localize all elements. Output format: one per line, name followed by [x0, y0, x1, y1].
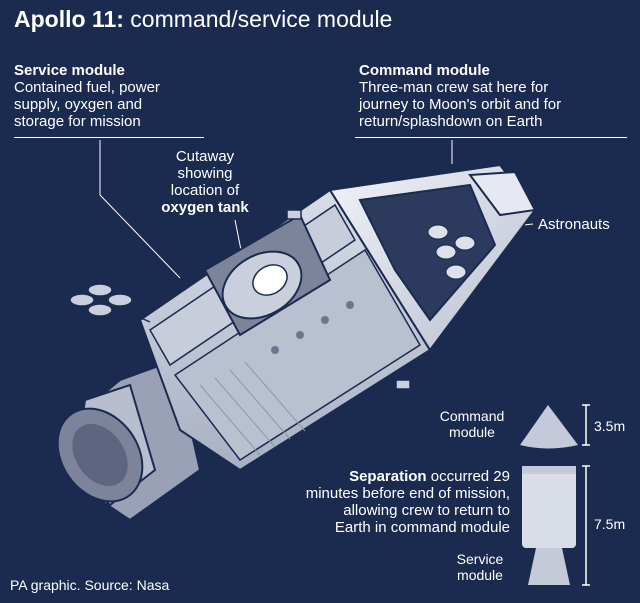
command-module-cone — [328, 163, 537, 352]
service-module-line: Contained fuel, power — [14, 79, 160, 96]
rcs-thruster-small — [286, 209, 411, 390]
cutaway-line: Cutaway — [175, 148, 235, 165]
source-credit: PA graphic. Source: Nasa — [10, 577, 170, 593]
oxygen-tank-cutaway — [203, 213, 332, 337]
scale-service-label-line: Service — [456, 551, 504, 567]
command-module-heading: Command module — [359, 62, 490, 79]
separation-line: allowing crew to return to — [343, 502, 510, 519]
scale-command-height: 3.5m — [594, 418, 626, 434]
command-module-line: Three-man crew sat here for — [359, 79, 549, 96]
cutaway-bold: oxygen tank — [161, 199, 249, 216]
command-module-line: return/splashdown on Earth — [359, 113, 543, 130]
scale-service-label-line: module — [457, 567, 503, 583]
separation-line: Earth in command module — [334, 519, 510, 536]
command-module-rule — [355, 137, 627, 138]
scale-command-label-line: module — [449, 424, 495, 440]
cutaway-annotation: Cutaway showing location of oxygen tank — [150, 148, 260, 216]
service-module-annotation: Service module Contained fuel, power sup… — [14, 62, 160, 130]
scale-brackets — [582, 404, 590, 586]
scale-command-label: Command module — [432, 408, 512, 440]
engine-bell — [56, 358, 202, 522]
astronauts-label: Astronauts — [538, 216, 610, 233]
page-title: Apollo 11: command/service module — [14, 6, 392, 33]
scale-service-height: 7.5m — [594, 516, 626, 532]
scale-command-label-line: Command — [439, 408, 505, 424]
rcs-thruster-cluster — [69, 283, 151, 323]
separation-bold: Separation — [349, 468, 427, 485]
separation-line-1: Separation occurred 29 — [270, 468, 510, 485]
separation-line: minutes before end of mission, — [305, 485, 510, 502]
title-rest: command/service module — [130, 6, 393, 32]
separation-annotation: Separation occurred 29 minutes before en… — [270, 468, 510, 536]
service-module-line: supply, oyxgen and — [14, 96, 143, 113]
command-module-line: journey to Moon's orbit and for — [359, 96, 562, 113]
service-module-rule — [14, 137, 204, 138]
service-module-line: storage for mission — [14, 113, 141, 130]
separation-rest: occurred 29 — [426, 468, 510, 485]
title-bold: Apollo 11: — [14, 6, 124, 32]
scale-command-module — [519, 404, 579, 449]
cutaway-line: location of — [170, 182, 240, 199]
command-module-annotation: Command module Three-man crew sat here f… — [359, 62, 561, 130]
service-module-heading: Service module — [14, 62, 125, 79]
scale-service-label: Service module — [440, 551, 520, 583]
cutaway-line: showing — [177, 165, 233, 182]
scale-service-module — [522, 466, 576, 585]
